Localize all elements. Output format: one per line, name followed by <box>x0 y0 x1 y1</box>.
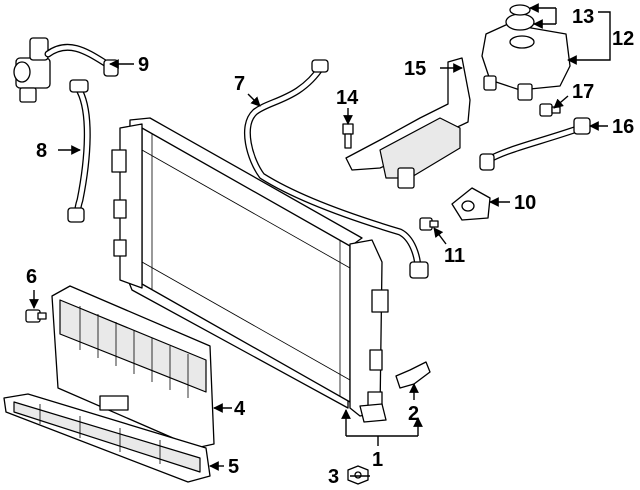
hose-8 <box>67 79 91 223</box>
bolt-11 <box>419 217 439 231</box>
mount-10 <box>451 187 491 221</box>
callout-13: 13 <box>572 6 594 28</box>
coolant-valve <box>13 37 119 103</box>
leader-lines <box>29 3 611 477</box>
hose-16 <box>479 117 591 171</box>
callout-15: 15 <box>404 58 426 80</box>
expansion-tank <box>481 4 571 101</box>
callout-10: 10 <box>514 192 536 214</box>
callout-2: 2 <box>408 403 419 425</box>
callout-1: 1 <box>372 449 383 471</box>
callout-4: 4 <box>234 398 246 420</box>
radiator <box>111 117 389 423</box>
hose-7 <box>243 59 429 279</box>
air-deflector <box>51 285 215 449</box>
bolt-6 <box>25 309 47 323</box>
splash-shield <box>3 393 211 483</box>
nut-3 <box>347 465 369 485</box>
callout-17: 17 <box>572 81 594 103</box>
callout-labels: 1 2 3 4 5 6 7 8 9 10 11 12 13 14 15 16 1… <box>26 6 634 488</box>
callout-14: 14 <box>336 87 359 109</box>
callout-6: 6 <box>26 266 37 288</box>
callout-11: 11 <box>444 245 465 267</box>
callout-3: 3 <box>328 466 339 488</box>
sensor-14 <box>342 123 354 149</box>
callout-7: 7 <box>234 73 245 95</box>
callout-8: 8 <box>36 140 47 162</box>
callout-9: 9 <box>138 54 149 76</box>
drain-plug <box>395 361 431 389</box>
callout-12: 12 <box>612 28 634 50</box>
callout-16: 16 <box>612 116 634 138</box>
reservoir-bracket <box>345 57 471 189</box>
callout-5: 5 <box>228 456 239 478</box>
bolt-17 <box>539 103 561 117</box>
